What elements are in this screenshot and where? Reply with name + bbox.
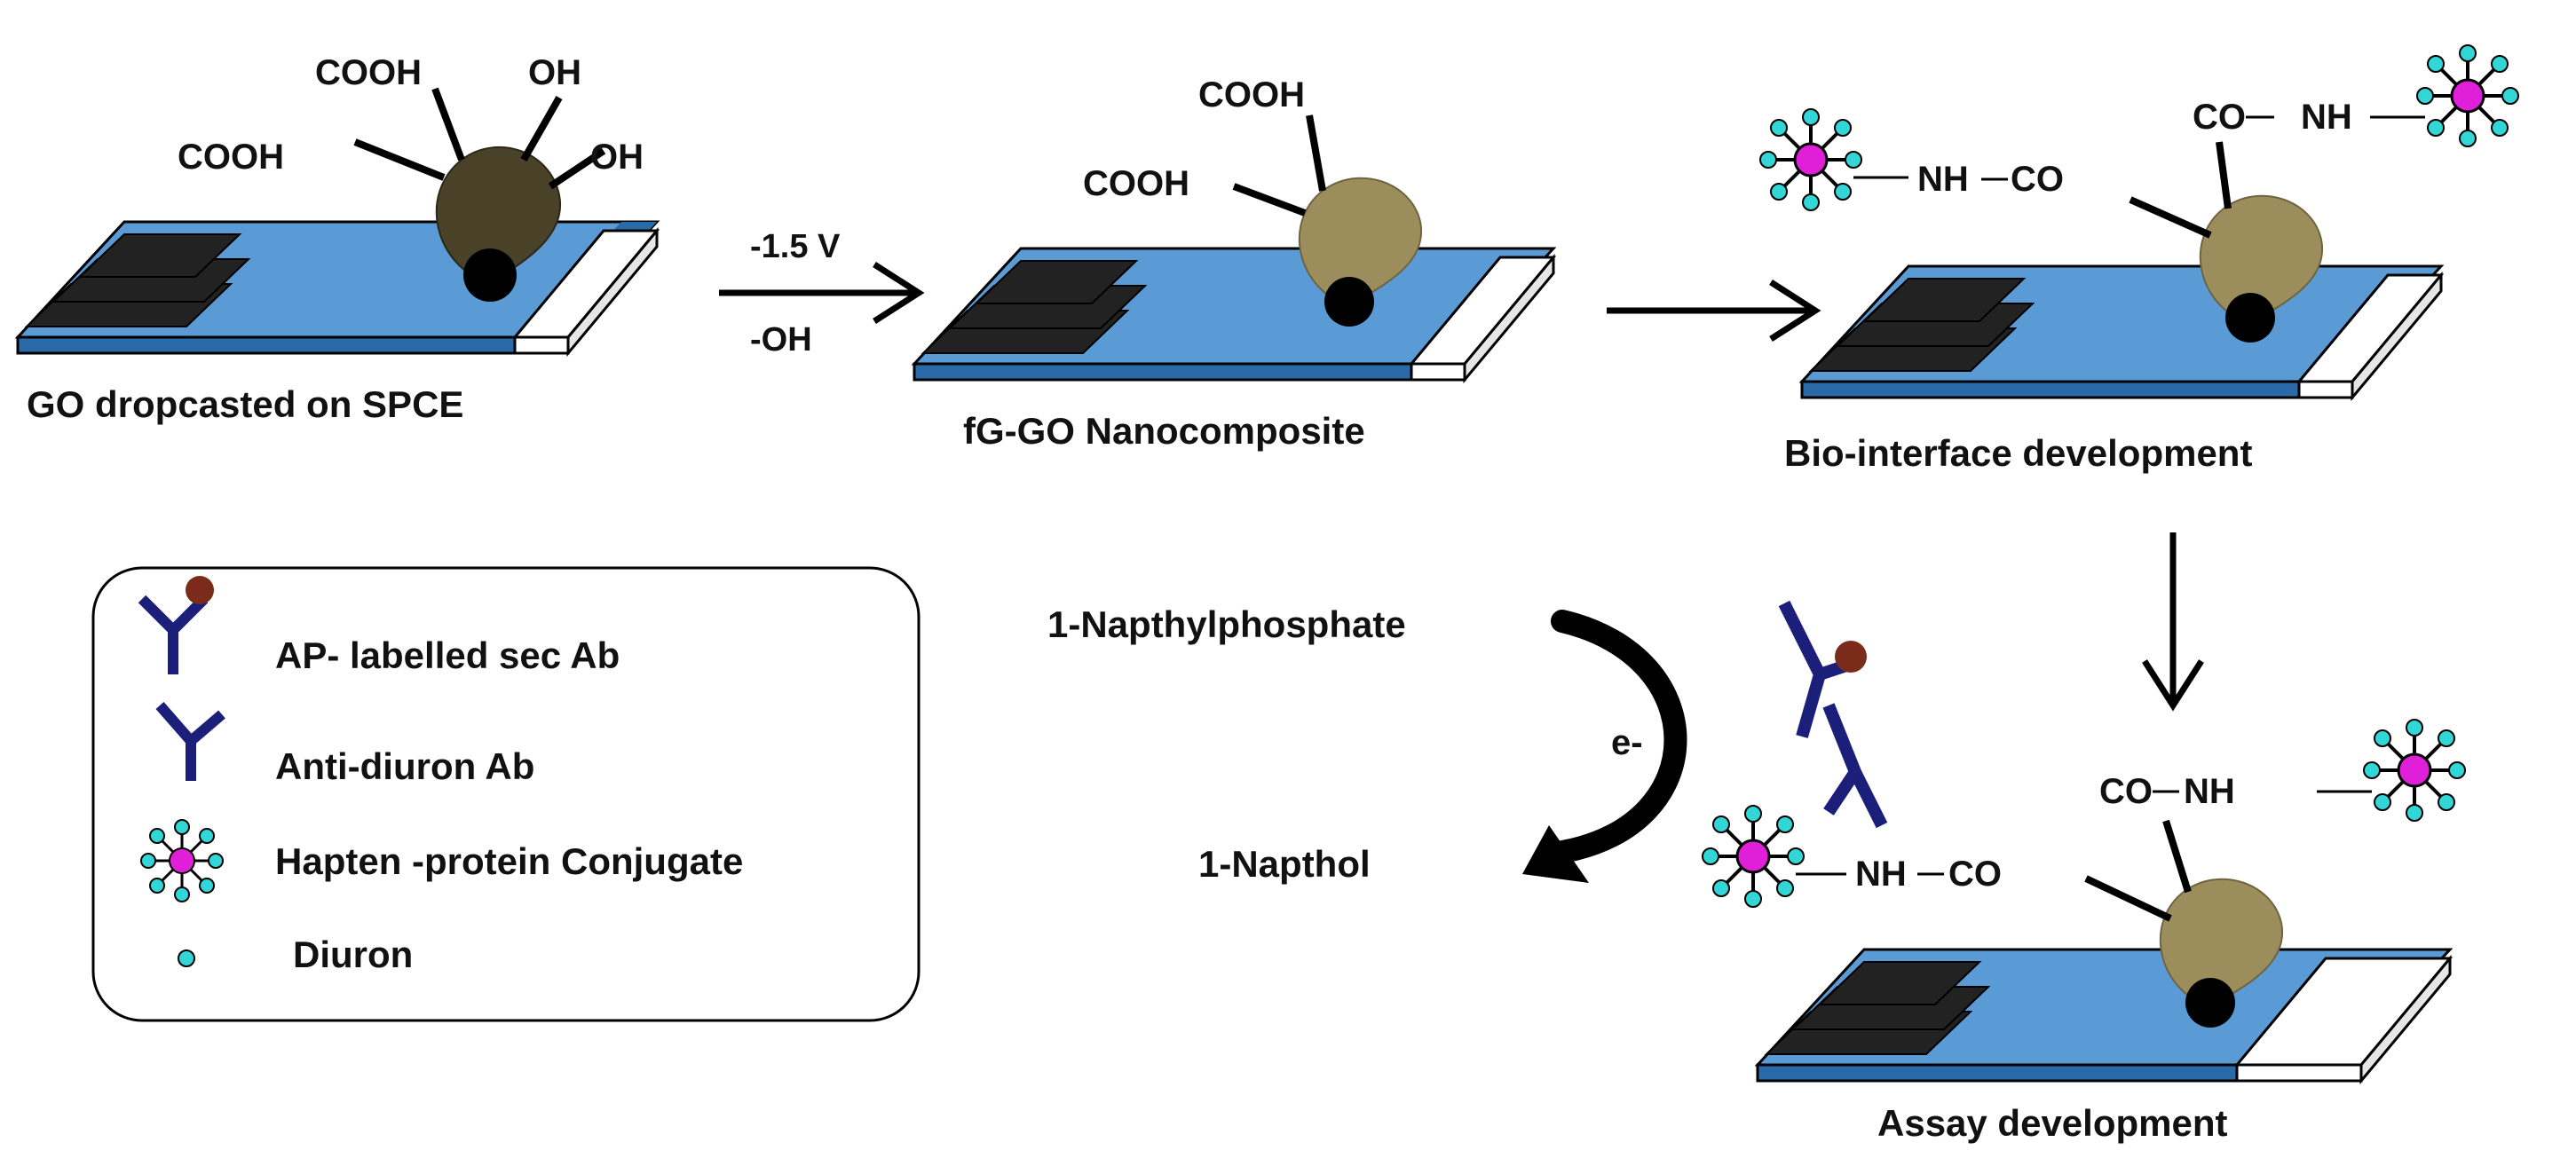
assay-conjugate-left: [1702, 805, 1846, 908]
ap-labelled-antibody-icon: [138, 576, 214, 674]
fg-caption: fG-GO Nanocomposite: [963, 410, 1365, 452]
substrate-label: 1-Napthylphosphate: [1047, 603, 1406, 645]
bio-caption: Bio-interface development: [1784, 432, 2252, 474]
assay-right-co: CO: [2099, 772, 2153, 811]
graphene-oxide-drop: [353, 87, 606, 302]
legend-box: [91, 566, 921, 1022]
electron-label: e-: [1611, 723, 1643, 762]
legend-label-conjugate: Hapten -protein Conjugate: [275, 840, 743, 882]
arrow-fg-to-bio: [1607, 280, 1821, 342]
electrode-strip: [14, 220, 660, 358]
go-group-oh-1: OH: [528, 53, 581, 92]
bio-left-nh: NH: [1917, 160, 1969, 199]
bio-conjugate-right: [2370, 44, 2519, 147]
assay-conjugate-right: [2317, 719, 2466, 822]
assay-right-nh: NH: [2184, 772, 2235, 811]
hapten-conjugate-icon: [140, 819, 224, 902]
assay-left-co: CO: [1948, 855, 2002, 894]
arrow-removal-label: -OH: [750, 321, 812, 359]
assay-caption: Assay development: [1877, 1102, 2228, 1144]
antibody-icon: [155, 702, 225, 781]
arrow-go-to-fg: [719, 262, 925, 324]
go-panel: [14, 87, 660, 358]
reaction-curved-arrow: [1522, 610, 1687, 883]
legend-label-diuron: Diuron: [293, 934, 413, 975]
go-group-cooh-2: COOH: [315, 53, 422, 92]
diuron-icon: [178, 949, 195, 967]
bio-left-co: CO: [2011, 160, 2064, 199]
go-group-cooh-1: COOH: [178, 138, 284, 177]
bio-right-co: CO: [2193, 98, 2246, 137]
arrow-voltage-label: -1.5 V: [750, 228, 841, 265]
bio-right-nh: NH: [2301, 98, 2352, 137]
product-label: 1-Napthol: [1198, 843, 1371, 885]
go-caption: GO dropcasted on SPCE: [27, 383, 463, 425]
fg-panel: [911, 114, 1557, 384]
arrow-bio-to-assay: [2142, 532, 2204, 712]
legend-label-antibody: Anti-diuron Ab: [275, 745, 534, 787]
go-group-oh-2: OH: [590, 138, 644, 177]
legend-label-ap-antibody: AP- labelled sec Ab: [275, 634, 620, 676]
assay-left-nh: NH: [1855, 855, 1907, 894]
fg-group-cooh-1: COOH: [1083, 164, 1189, 203]
assay-panel: [1754, 819, 2454, 1085]
bio-panel: [1798, 141, 2445, 402]
fg-group-cooh-2: COOH: [1198, 75, 1305, 114]
assay-antibody-complex: [1778, 600, 1888, 829]
bio-conjugate-left: [1759, 108, 1908, 211]
